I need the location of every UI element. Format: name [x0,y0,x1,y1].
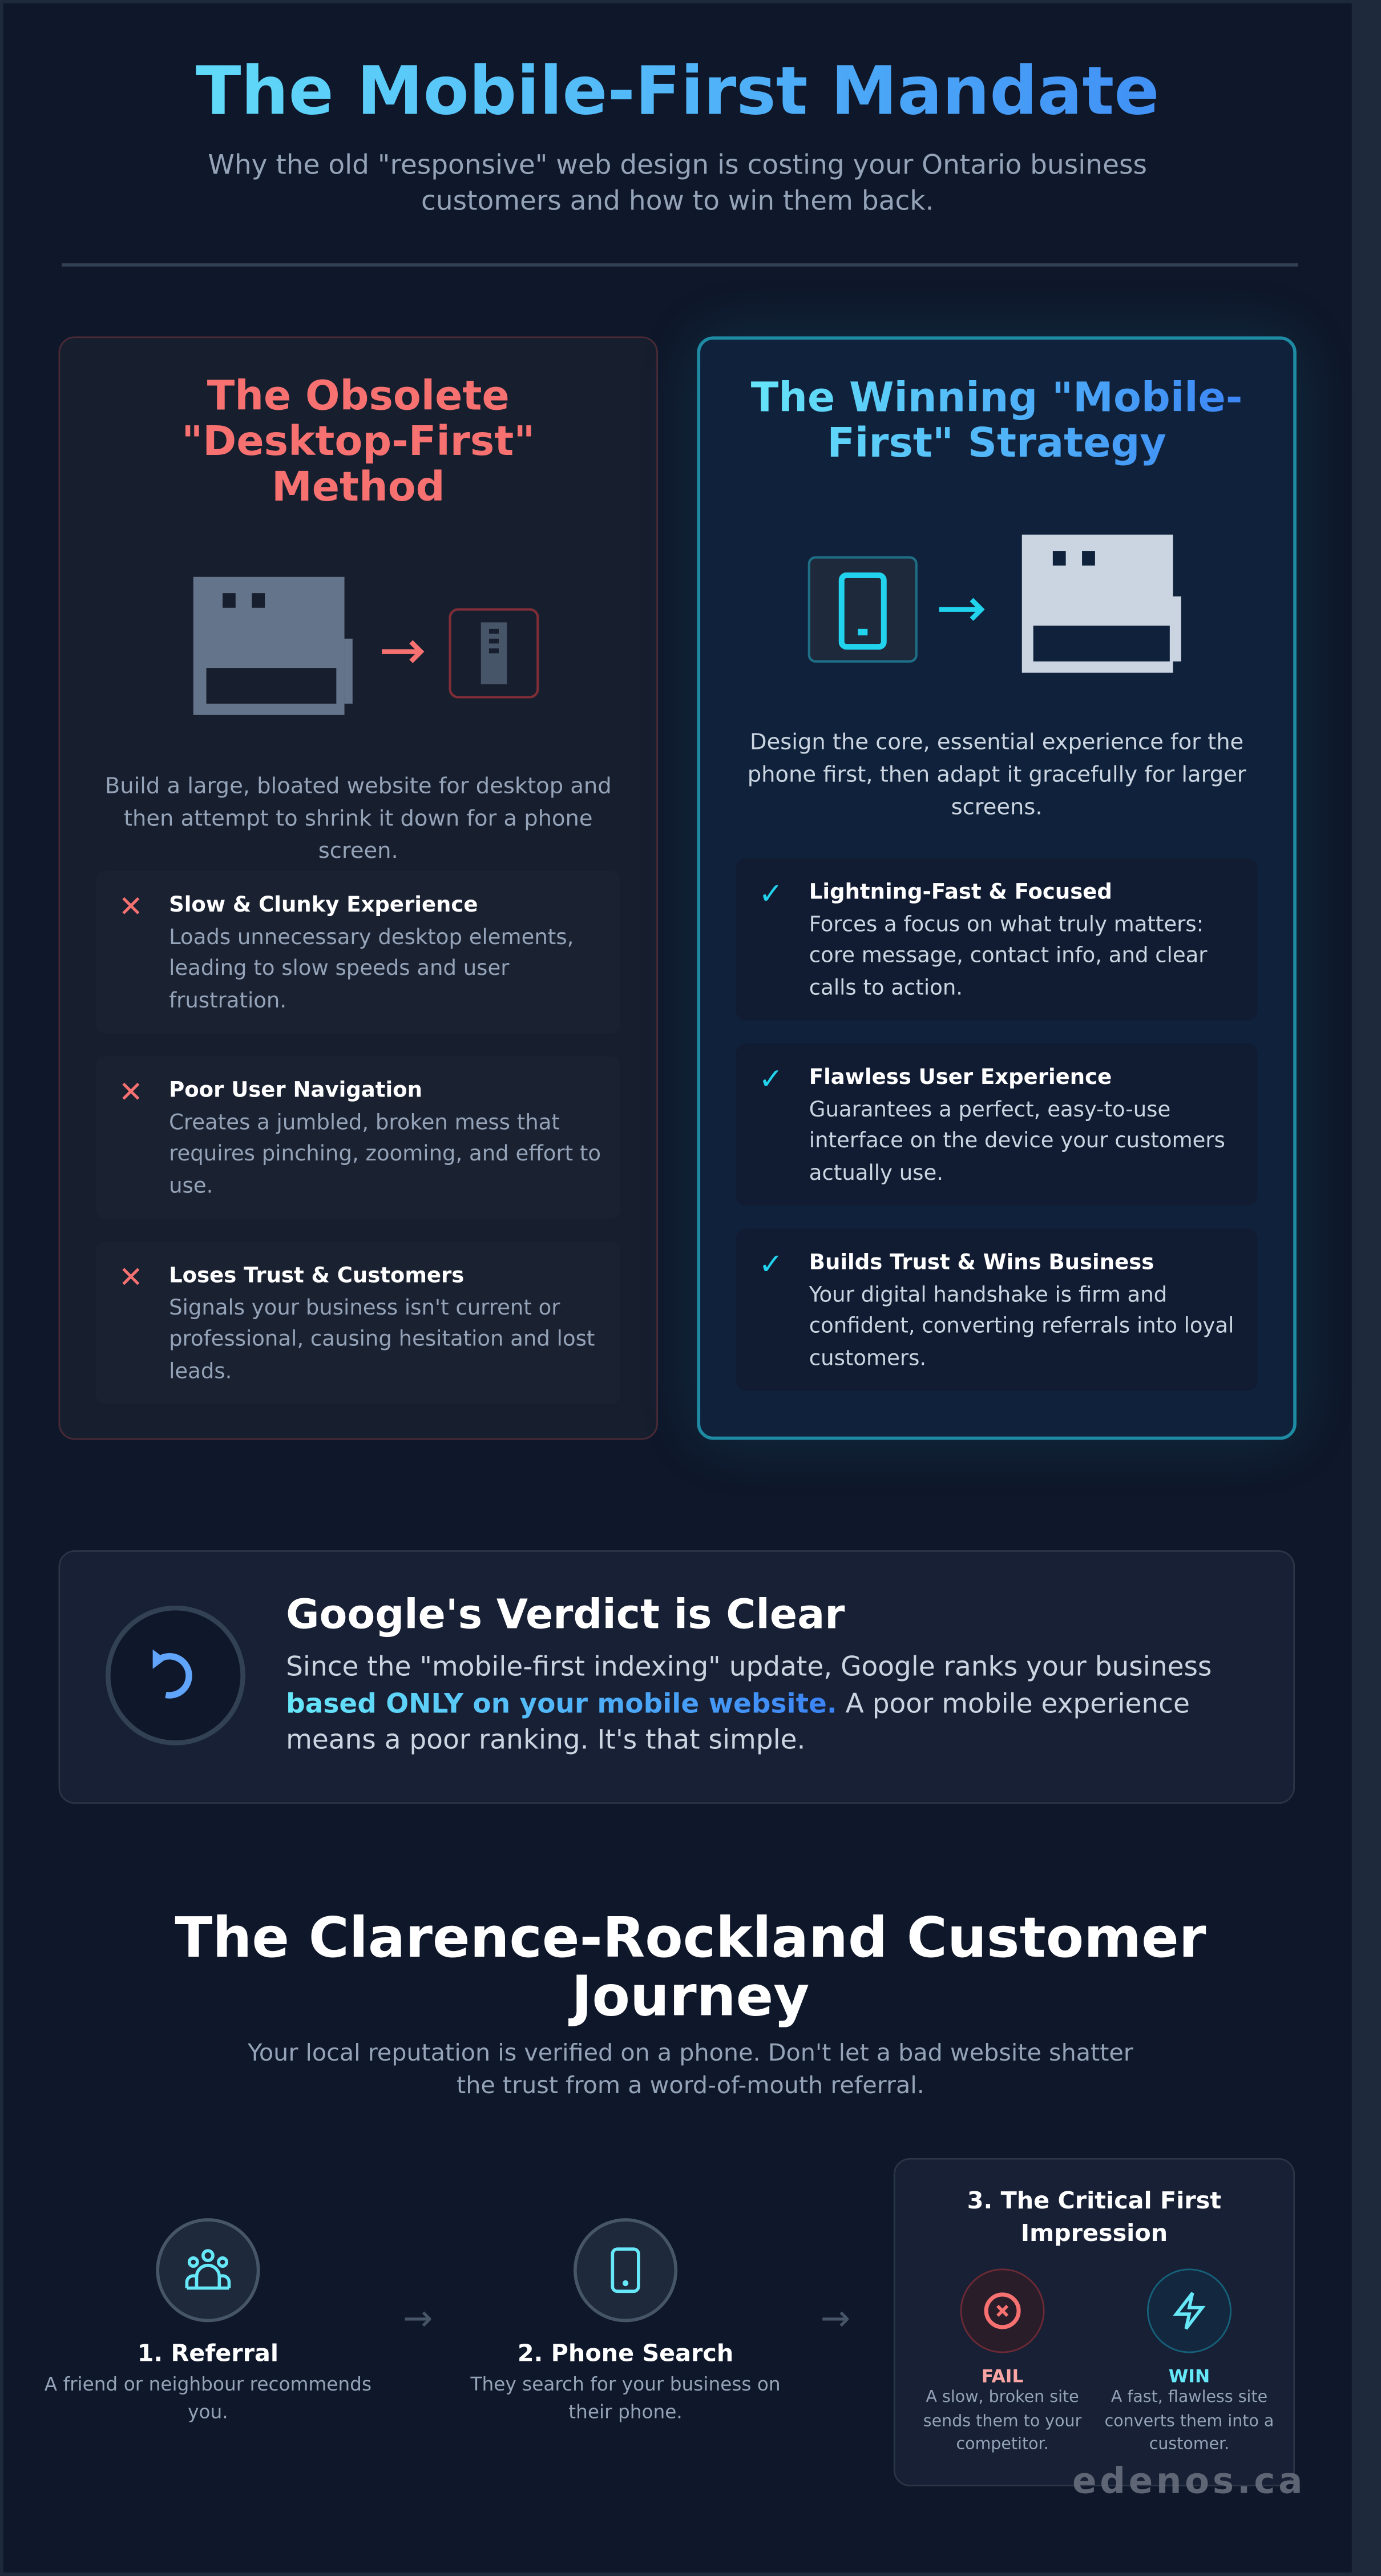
page-title: The Mobile-First Mandate [3,52,1352,130]
fail-outcome: FAIL A slow, broken site sends them to y… [913,2268,1092,2458]
google-body-text: A poor mobile experience means a poor ra… [286,1687,1190,1755]
small-phone-icon [449,608,539,699]
winning-strategy-card: The Winning "Mobile-First" Strategy Desi… [697,336,1297,1440]
item-heading: Loses Trust & Customers [169,1264,465,1289]
obsolete-method-card: The Obsolete "Desktop-First" Method Buil… [58,336,659,1440]
item-heading: Poor User Navigation [169,1079,422,1104]
fail-label: FAIL [981,2366,1024,2388]
impression-heading: 3. The Critical First Impression [967,2188,1222,2248]
first-impression-box: 3. The Critical First Impression FAIL A … [893,2158,1295,2486]
page-subtitle: Why the old "responsive" web design is c… [208,149,1147,216]
item-heading: Builds Trust & Wins Business [809,1251,1154,1276]
google-verdict-box: Google's Verdict is Clear Since the "mob… [58,1550,1295,1804]
item-body: Your digital handshake is firm and confi… [809,1283,1234,1371]
desktop-to-phone-illustration [193,577,539,715]
winning-description: Design the core, essential experience fo… [747,729,1246,821]
step-icon-circle [156,2218,260,2323]
item-body: Loads unnecessary desktop elements, lead… [169,925,574,1014]
desktop-icon [1021,534,1181,673]
journey-title: The Clarence-Rockland Customer Journey [175,1906,1206,2030]
google-icon-circle [106,1605,245,1745]
phone-icon [611,2247,640,2293]
item-body: Creates a jumbled, broken mess that requ… [169,1110,601,1199]
google-body-text: Since the "mobile-first indexing" update… [286,1651,1212,1682]
check-icon: ✓ [758,1062,784,1097]
win-icon-circle [1146,2268,1232,2353]
check-icon: ✓ [758,877,784,912]
item-body: Forces a focus on what truly matters: co… [809,912,1208,1001]
desktop-icon [193,577,353,715]
google-highlight: based ONLY on your mobile website. [286,1687,837,1719]
item-heading: Flawless User Experience [809,1066,1112,1091]
watermark: edenos.ca [1072,2462,1306,2503]
win-outcome: WIN A fast, flawless site converts them … [1100,2268,1278,2458]
win-body: A fast, flawless site converts them into… [1104,2389,1274,2454]
item-heading: Slow & Clunky Experience [169,893,478,918]
x-icon: ✕ [118,1261,143,1296]
x-circle-icon [984,2292,1021,2329]
refresh-arrow-icon [152,1649,192,1699]
lightning-icon [1173,2292,1206,2330]
step-body: A friend or neighbour recommends you. [44,2372,372,2423]
step-body: They search for your business on their p… [470,2372,781,2423]
step-heading: 2. Phone Search [517,2341,734,2368]
item-body: Signals your business isn't current or p… [169,1296,595,1384]
journey-subtitle: Your local reputation is verified on a p… [248,2041,1133,2100]
arrow-right-icon: → [403,2299,433,2340]
item-body: Guarantees a perfect, easy-to-use interf… [809,1098,1225,1186]
x-icon: ✕ [118,1075,143,1110]
winning-title: The Winning "Mobile-First" Strategy [733,374,1261,466]
x-icon: ✕ [118,890,143,925]
step-icon-circle [573,2218,678,2323]
arrow-right-icon: → [820,2299,851,2340]
fail-icon-circle [960,2268,1045,2353]
google-body: Since the "mobile-first indexing" update… [286,1650,1245,1759]
people-icon [185,2249,231,2290]
item-heading: Lightning-Fast & Focused [809,881,1112,905]
phone-icon [807,556,918,663]
phone-to-desktop-illustration [807,534,1181,673]
divider [62,263,1298,267]
arrow-right-icon [939,598,985,621]
journey-step-referral: 1. Referral A friend or neighbour recomm… [29,2218,386,2426]
obsolete-title: The Obsolete "Desktop-First" Method [181,372,535,510]
step-heading: 1. Referral [137,2341,279,2368]
obsolete-description: Build a large, bloated website for deskt… [104,773,612,865]
check-icon: ✓ [758,1248,784,1283]
journey-step-phone-search: 2. Phone Search They search for your bus… [447,2218,804,2426]
arrow-right-icon [382,640,425,663]
google-title: Google's Verdict is Clear [286,1591,845,1638]
fail-body: A slow, broken site sends them to your c… [923,2389,1082,2454]
win-label: WIN [1168,2366,1210,2388]
